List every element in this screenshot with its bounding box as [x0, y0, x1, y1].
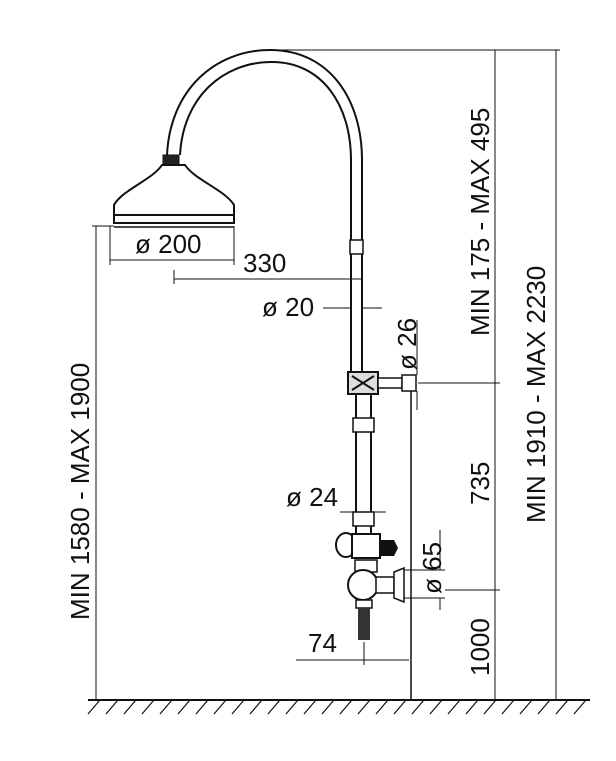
gooseneck-arm: [166, 48, 364, 375]
label-mixer-height: 1000: [465, 618, 495, 676]
label-arm-height: MIN 175 - MAX 495: [465, 108, 495, 336]
label-pipe-diameter-upper: ø 20: [262, 292, 314, 322]
label-arm-reach: 330: [243, 248, 286, 278]
label-mixer-diameter: ø 65: [417, 542, 447, 594]
label-connector-diameter: ø 26: [392, 318, 422, 370]
label-head-height: MIN 1580 - MAX 1900: [65, 363, 95, 620]
riser-pipe: [352, 394, 375, 535]
shower-head: [113, 154, 235, 228]
label-outlet-offset: 74: [308, 628, 337, 658]
label-head-diameter: ø 200: [135, 229, 202, 259]
dimension-lines: [92, 49, 560, 700]
floor: [87, 699, 590, 715]
label-riser-length: 735: [465, 462, 495, 505]
label-pipe-diameter-lower: ø 24: [286, 482, 338, 512]
wall-connector: [347, 371, 417, 395]
mixer-body: [335, 532, 405, 640]
label-total-height: MIN 1910 - MAX 2230: [521, 266, 551, 523]
